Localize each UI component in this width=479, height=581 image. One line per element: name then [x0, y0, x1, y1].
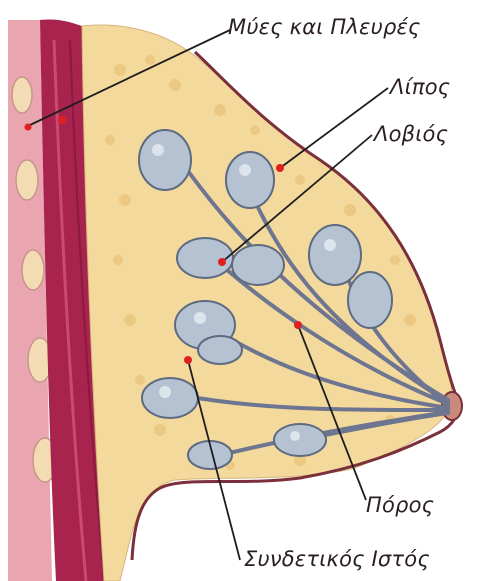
marker-muscles-rib [25, 124, 32, 131]
leader-line-fat [280, 88, 388, 168]
marker-connective [184, 356, 192, 364]
label-duct: Πόρος [366, 493, 434, 517]
marker-fat [276, 164, 284, 172]
marker-lobule [218, 258, 226, 266]
marker-duct [294, 321, 302, 329]
label-muscles-ribs: Μύες και Πλευρές [228, 15, 421, 39]
label-connective-tissue: Συνδετικός Ιστός [244, 547, 430, 571]
marker-muscles [58, 116, 66, 124]
label-lobule: Λοβιός [374, 122, 448, 146]
label-fat: Λίπος [390, 75, 450, 99]
